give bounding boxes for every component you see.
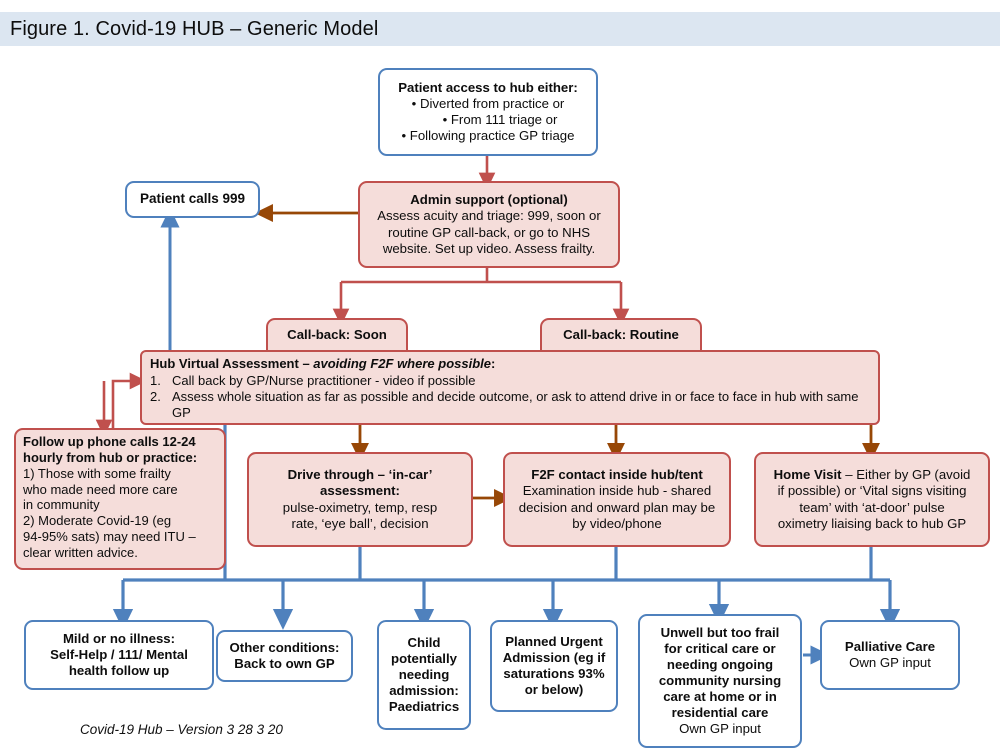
outcome-line: community nursing [658,672,782,688]
node-palliative-care[interactable]: Palliative Care Own GP input [820,620,960,690]
outcome-line: needing ongoing [666,656,774,672]
follow-up-line: who made need more care [23,481,178,497]
outcome-line: potentially [391,650,457,666]
outcome-subline: Own GP input [679,721,761,737]
node-callback-soon[interactable]: Call-back: Soon [266,318,408,351]
follow-up-heading: hourly from hub or practice: [23,449,198,465]
figure-caption: Covid-19 Hub – Version 3 28 3 20 [80,722,283,737]
outcome-line: Unwell but too frail [660,624,780,640]
outcome-line: for critical care or [664,640,776,656]
node-child-admission[interactable]: Child potentially needing admission: Pae… [377,620,471,730]
list-item: • From 111 triage or [442,112,558,127]
palliative-care-subline: Own GP input [849,655,931,670]
node-hub-virtual-assessment[interactable]: Hub Virtual Assessment – avoiding F2F wh… [140,350,880,425]
f2f-line: by video/phone [572,515,662,531]
outcome-line: Paediatrics [388,699,460,715]
follow-up-line: 1) Those with some frailty [23,465,171,481]
outcome-line: health follow up [68,663,170,679]
callback-soon-label: Call-back: Soon [287,327,387,343]
outcome-line: needing [398,666,450,682]
drive-through-heading: Drive through – ‘in-car’ [287,467,433,483]
home-visit-heading: Home Visit – Either by GP (avoid [773,467,971,483]
outcome-line: Planned Urgent [505,633,603,649]
node-other-conditions[interactable]: Other conditions: Back to own GP [216,630,353,682]
hub-assessment-items: 1. Call back by GP/Nurse practitioner - … [150,373,870,421]
outcome-line: admission: [389,683,459,699]
patient-access-bullets: • Diverted from practice or • From 111 t… [402,96,575,144]
outcome-line: Child [407,634,441,650]
node-admin-support[interactable]: Admin support (optional) Assess acuity a… [358,181,620,268]
outcome-line: Self-Help / 111/ Mental [50,646,188,662]
node-callback-routine[interactable]: Call-back: Routine [540,318,702,351]
home-visit-line: oximetry liaising back to hub GP [777,515,967,531]
drive-through-heading: assessment: [320,483,400,499]
home-visit-line: if possible) or ‘Vital signs visiting [777,483,967,499]
hub-assessment-heading: Hub Virtual Assessment – avoiding F2F wh… [150,356,496,371]
node-unwell-too-frail[interactable]: Unwell but too frail for critical care o… [638,614,802,748]
follow-up-heading: Follow up phone calls 12-24 [23,434,196,449]
drive-through-line: pulse-oximetry, temp, resp [282,499,438,515]
node-patient-calls-999[interactable]: Patient calls 999 [125,181,260,218]
palliative-care-heading: Palliative Care [844,638,936,654]
callback-routine-label: Call-back: Routine [563,327,679,343]
follow-up-line: 94-95% sats) may need ITU – [23,529,196,545]
outcome-line: saturations 93% [503,666,605,681]
outcome-line: or below) [524,682,584,698]
f2f-heading: F2F contact inside hub/tent [531,467,703,483]
list-item: 1. Call back by GP/Nurse practitioner - … [150,372,476,388]
outcome-line: Mild or no illness: [62,630,176,646]
outcome-line: care at home or in [663,689,777,705]
outcome-line: Back to own GP [234,656,335,671]
follow-up-line: in community [23,497,100,513]
node-follow-up-calls[interactable]: Follow up phone calls 12-24 hourly from … [14,428,226,570]
outcome-line: Other conditions: [229,639,340,655]
node-mild-or-no-illness[interactable]: Mild or no illness: Self-Help / 111/ Men… [24,620,214,690]
patient-access-heading: Patient access to hub either: [398,79,578,95]
page-title: Figure 1. Covid-19 HUB – Generic Model [10,17,379,40]
node-home-visit[interactable]: Home Visit – Either by GP (avoid if poss… [754,452,990,547]
admin-support-line: website. Set up video. Assess frailty. [382,240,596,256]
admin-support-line: Assess acuity and triage: 999, soon or [377,208,601,224]
drive-through-line: rate, ‘eye ball’, decision [291,515,429,531]
home-visit-line: team’ with ‘at-door’ pulse [799,499,945,515]
f2f-line: decision and onward plan may be [518,499,716,515]
follow-up-line: 2) Moderate Covid-19 (eg [23,513,172,529]
list-item: 2. Assess whole situation as far as poss… [150,388,859,420]
outcome-line: Admission (eg if [502,649,606,665]
node-f2f-contact[interactable]: F2F contact inside hub/tent Examination … [503,452,731,547]
admin-support-heading: Admin support (optional) [410,192,568,208]
node-patient-access[interactable]: Patient access to hub either: • Diverted… [378,68,598,156]
node-planned-urgent-admission[interactable]: Planned Urgent Admission (eg if saturati… [490,620,618,712]
list-item: • Diverted from practice or [411,95,565,111]
admin-support-line: routine GP call-back, or go to NHS [387,224,591,240]
follow-up-line: clear written advice. [23,545,138,561]
outcome-line: residential care [671,705,769,721]
node-drive-through[interactable]: Drive through – ‘in-car’ assessment: pul… [247,452,473,547]
patient-calls-999-label: Patient calls 999 [139,191,246,207]
f2f-line: Examination inside hub - shared [522,483,712,499]
list-item: • Following practice GP triage [401,128,575,144]
figure-title-bar: Figure 1. Covid-19 HUB – Generic Model [0,12,1000,46]
